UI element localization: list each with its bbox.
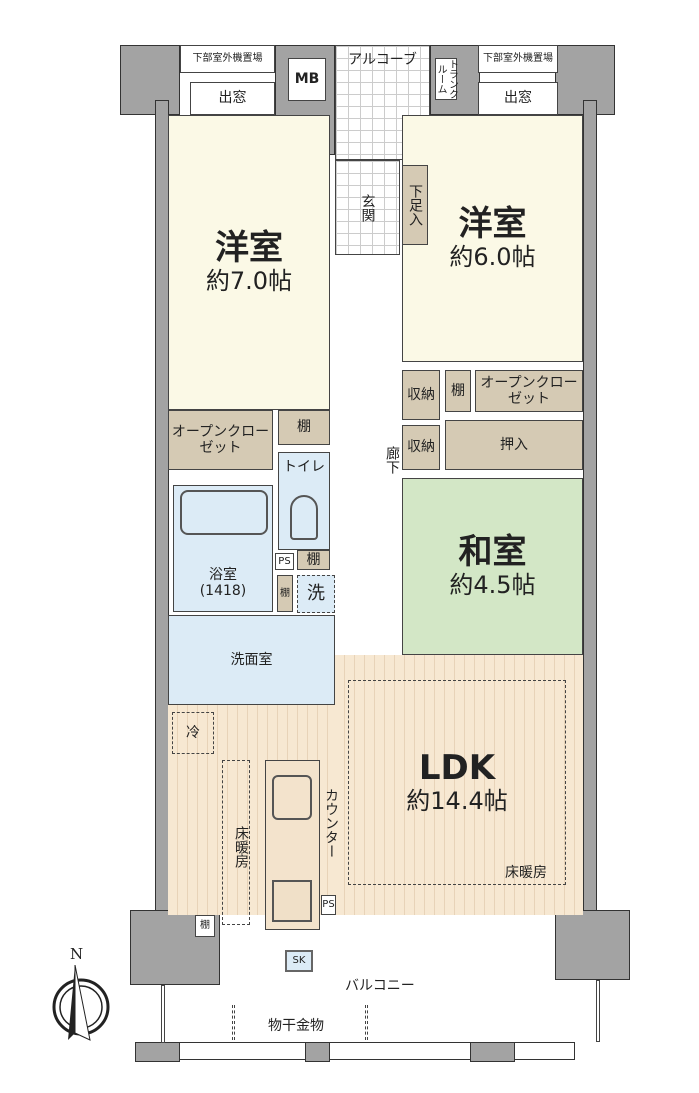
label: PS <box>322 899 335 911</box>
western-room-left: 洋室約7.0帖 <box>168 115 330 410</box>
outdoor-unit-left: 下部室外機置場 <box>180 45 275 73</box>
shelf-bottom: 棚 <box>195 915 215 937</box>
label: トランクルーム <box>435 59 458 99</box>
mb: MB <box>288 58 326 101</box>
shelf-right: 棚 <box>445 370 471 412</box>
room-size: 約6.0帖 <box>449 243 536 272</box>
wall-right <box>583 100 597 920</box>
label: トイレ <box>283 459 325 475</box>
label: アルコーブ <box>348 52 417 68</box>
ps-bath: PS <box>275 553 294 570</box>
kitchen-floor-heating: 床暖房 <box>222 760 250 925</box>
trunk-room: トランクルーム <box>435 58 458 100</box>
open-closet-right: オープンクローゼット <box>475 370 583 412</box>
balcony-post-left <box>135 1042 180 1062</box>
laundry-hanger: 物干金物 <box>268 1018 324 1034</box>
room-name: 和室 <box>458 532 527 573</box>
label: 棚 <box>280 587 290 599</box>
label: 収納 <box>407 386 435 403</box>
western-room-right: 洋室約6.0帖 <box>402 115 583 362</box>
label: 棚 <box>306 551 321 568</box>
ldk-floor-heating: 床暖房 <box>505 865 547 881</box>
shoe-cabinet: 下足入 <box>402 165 428 245</box>
room-size: 約4.5帖 <box>449 571 536 600</box>
label: 下部室外機置場 <box>192 53 263 65</box>
oshiire: 押入 <box>445 420 583 470</box>
label: 収納 <box>407 439 435 456</box>
hanger-line-right <box>365 1005 368 1040</box>
label: カウンター <box>323 787 340 858</box>
label: 出窓 <box>504 90 532 107</box>
label: 押入 <box>500 436 528 453</box>
washroom: 洗面室 <box>168 615 335 705</box>
balcony: バルコニー <box>345 978 415 994</box>
label: 下足入 <box>407 184 424 226</box>
balcony-side-right <box>596 980 600 1042</box>
label: 洗面室 <box>230 651 273 668</box>
compass: N <box>48 945 114 1045</box>
label: 洗 <box>307 582 325 604</box>
sk: SK <box>285 950 313 972</box>
ldk-floor-main <box>335 655 583 915</box>
room-name: 浴室 <box>209 566 237 583</box>
label: 冷 <box>186 724 200 741</box>
room-size: (1418) <box>199 582 247 599</box>
label: 出窓 <box>218 90 247 107</box>
wall-left <box>155 100 169 920</box>
bay-window-left: 出窓 <box>190 82 275 115</box>
ps-kitchen: PS <box>321 895 336 915</box>
label: オープンクローゼット <box>171 423 270 456</box>
label: 棚 <box>200 920 210 932</box>
label: 床暖房 <box>233 825 249 868</box>
stove-icon <box>272 880 312 922</box>
counter: カウンター <box>320 765 342 880</box>
storage-2: 収納 <box>402 425 440 470</box>
washer-space: 洗 <box>297 575 335 613</box>
label: SK <box>292 955 306 967</box>
entrance: 玄関 <box>335 160 400 255</box>
label: MB <box>294 71 320 88</box>
room-size: 約14.4帖 <box>406 787 508 816</box>
compass-n-label: N <box>70 945 84 963</box>
balcony-post-mid <box>305 1042 330 1062</box>
room-name: 洋室 <box>215 228 283 269</box>
japanese-room: 和室約4.5帖 <box>402 478 583 655</box>
label: 玄関 <box>359 193 376 222</box>
label: 棚 <box>451 382 465 399</box>
open-closet-left: オープンクローゼット <box>168 410 273 470</box>
room-name: 洋室 <box>458 204 527 245</box>
toilet-icon <box>290 495 318 540</box>
room-size: 約7.0帖 <box>205 267 293 296</box>
bathtub-icon <box>180 490 268 535</box>
hallway: 廊下 <box>335 255 400 620</box>
shelf-wash: 棚 <box>277 575 293 612</box>
label: 棚 <box>297 419 311 436</box>
balcony-post-right <box>470 1042 515 1062</box>
north-arrow-icon <box>52 965 110 1041</box>
bay-window-right: 出窓 <box>478 82 558 115</box>
room-name: LDK <box>418 748 496 789</box>
sink-icon <box>272 775 312 820</box>
hanger-line-left <box>232 1005 235 1040</box>
label: 廊下 <box>384 446 400 474</box>
fridge-space: 冷 <box>172 712 214 754</box>
bath: 浴室(1418) <box>173 485 273 612</box>
label: オープンクローゼット <box>480 374 578 407</box>
wall-bottom-right <box>555 910 630 980</box>
outdoor-unit-right: 下部室外機置場 <box>478 45 558 73</box>
shelf-toilet: 棚 <box>297 550 330 570</box>
label: 下部室外機置場 <box>483 53 553 65</box>
balcony-side-left <box>161 985 165 1043</box>
wall-top <box>120 45 180 115</box>
storage-1: 収納 <box>402 370 440 420</box>
label: PS <box>278 555 291 567</box>
shelf-left: 棚 <box>278 410 330 445</box>
